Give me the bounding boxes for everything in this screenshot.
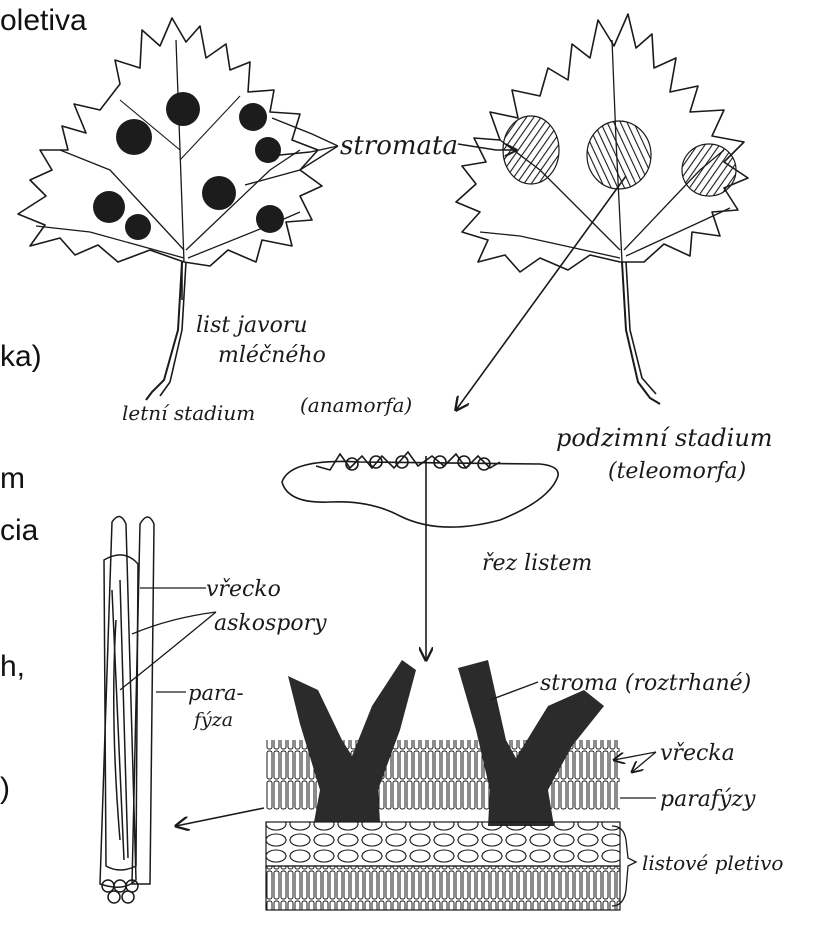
stroma-detail: [266, 660, 620, 910]
teleomorph-label: (teleomorfa): [608, 459, 746, 484]
stromata-label: stromata: [340, 131, 458, 161]
summer-stage-label: letní stadium: [122, 401, 255, 425]
arrow-to-ascus: [176, 808, 264, 826]
paraphysis-label-2: fýza: [192, 709, 233, 731]
autumn-stage-label: podzimní stadium: [556, 424, 773, 452]
arrow-to-section: [456, 176, 626, 410]
leaf-name-line1: list javoru: [196, 313, 308, 338]
tar-spots: [93, 92, 284, 240]
leaf-section-label: řez listem: [482, 551, 592, 576]
leaf-tissue-label: listové pletivo: [642, 851, 783, 875]
paraphysis-label-1: para-: [188, 681, 244, 705]
asci-label: vřecka: [660, 741, 735, 766]
ascospores-label: askospory: [214, 611, 327, 636]
stroma-torn-label: stroma (roztrhané): [540, 671, 751, 696]
paraphyses-label: parafýzy: [660, 787, 756, 812]
leaf-cross-section: [282, 452, 558, 527]
ascus-pointers: [120, 588, 216, 692]
ascus-label: vřecko: [206, 577, 281, 602]
anamorph-label: (anamorfa): [300, 393, 412, 417]
leaf-name-line2: mléčného: [218, 343, 326, 368]
ascus-detail: [100, 516, 154, 903]
